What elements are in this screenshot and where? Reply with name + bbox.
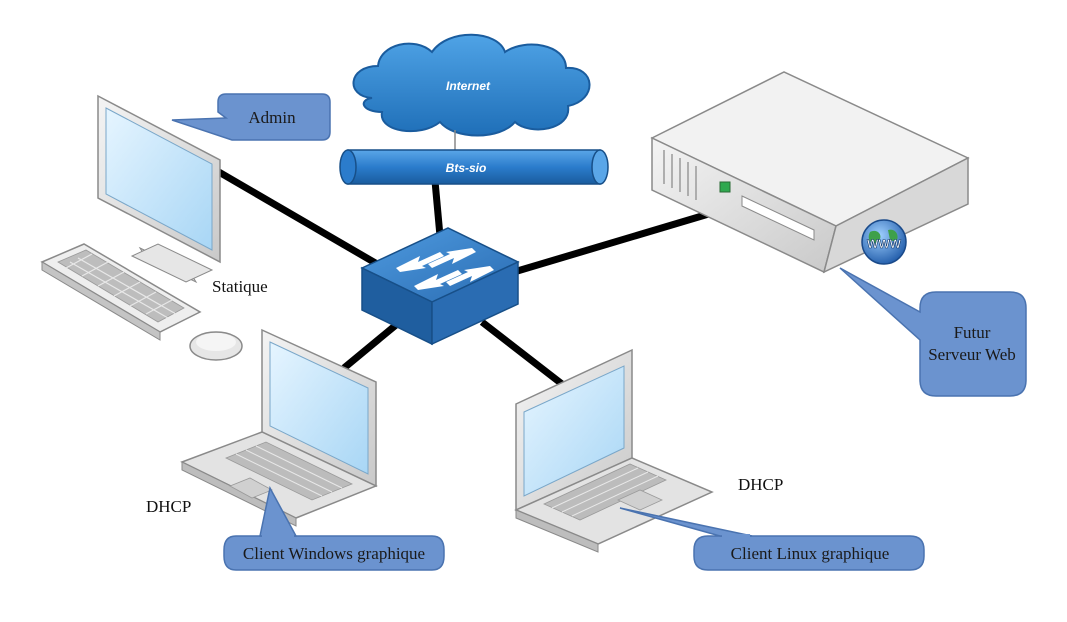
linux-laptop-screen <box>523 365 625 497</box>
windows-laptop-touchpad <box>229 477 273 499</box>
link-admin-switch <box>210 164 386 272</box>
admin-screen <box>105 107 213 251</box>
backbone-pipe: Bts-sio <box>339 149 609 185</box>
link-linux-switch <box>479 319 565 387</box>
windows-laptop-screen <box>269 341 369 475</box>
web-server: WWW <box>650 71 970 274</box>
admin-keyboard <box>40 243 202 341</box>
callout-windows-client-text: Client Windows graphique <box>243 544 425 563</box>
callout-admin-text: Admin <box>248 108 296 127</box>
callout-server: Futur Serveur Web <box>839 267 1027 397</box>
label-dhcp-windows: DHCP <box>146 497 191 516</box>
admin-desktop <box>40 94 243 361</box>
server-drive-bay <box>741 195 815 241</box>
linux-laptop-touchpad <box>617 489 663 511</box>
callout-linux-client-text: Client Linux graphique <box>731 544 890 563</box>
switch-arrows-icon <box>396 248 494 290</box>
callout-windows-client: Client Windows graphique <box>223 485 445 571</box>
backbone-label: Bts-sio <box>446 161 487 175</box>
link-server-switch <box>513 206 723 276</box>
callout-admin: Admin <box>171 93 331 141</box>
internet-cloud: Internet <box>352 33 591 150</box>
www-globe-icon: WWW <box>861 219 907 265</box>
callout-server-line2: Serveur Web <box>928 345 1016 364</box>
network-switch <box>360 227 520 346</box>
globe-text: WWW <box>867 237 902 251</box>
label-statique: Statique <box>212 277 268 296</box>
server-power-led <box>719 181 731 193</box>
callout-linux-client: Client Linux graphique <box>619 507 925 571</box>
link-windows-switch <box>341 317 405 371</box>
admin-mouse <box>189 331 243 361</box>
linux-laptop <box>514 348 714 553</box>
callout-server-line1: Futur <box>954 323 991 342</box>
label-dhcp-linux: DHCP <box>738 475 783 494</box>
internet-label: Internet <box>446 79 491 93</box>
windows-laptop <box>180 328 378 527</box>
